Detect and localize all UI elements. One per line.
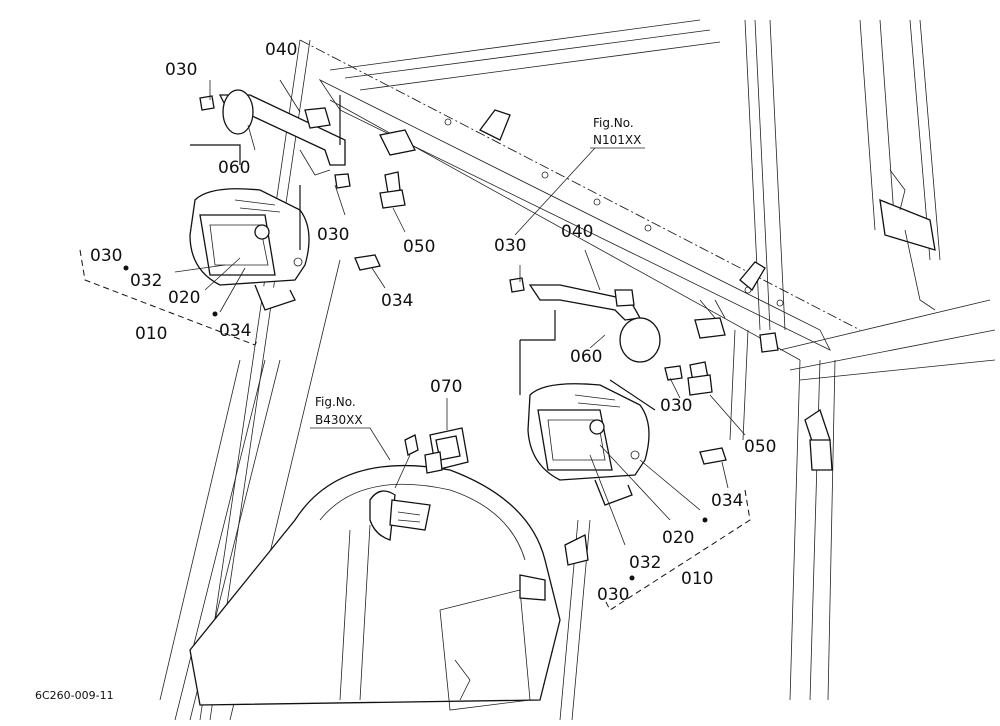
- label-left-set-screw: 034: [219, 321, 251, 341]
- label-left-bracket: 040: [265, 40, 297, 60]
- label-right-bolt-top: 030: [494, 236, 526, 256]
- label-right-set-assembly: 010: [681, 569, 713, 589]
- dashboard-panel: [189, 464, 561, 711]
- label-right-set-lens: 032: [629, 553, 661, 573]
- label-left-set-lamp: 020: [168, 288, 200, 308]
- label-right-bolt-mid: 030: [660, 396, 692, 416]
- right-bracket: [528, 284, 642, 321]
- label-switch: 070: [430, 377, 462, 397]
- label-right-set-bolt: 030: [597, 585, 629, 605]
- label-right-bracket: 040: [561, 222, 593, 242]
- right-set-bracket: [604, 489, 751, 611]
- left-set-bracket: [79, 249, 259, 346]
- figure-ref-b430: Fig.No. B430XX: [315, 395, 363, 427]
- label-left-band: 060: [218, 158, 250, 178]
- label-left-set-bolt: 030: [90, 246, 122, 266]
- label-left-bolt-mid: 030: [317, 225, 349, 245]
- right-lamp-labels: 030 040 060 030 050 034 020 032 030 010: [494, 222, 776, 605]
- figure-ref-n101: Fig.No. N101XX: [593, 116, 641, 147]
- fig-ref-b430-line2: B430XX: [315, 413, 363, 427]
- cabin-frame: [159, 19, 996, 721]
- label-left-set-lens: 032: [130, 271, 162, 291]
- label-left-screw: 034: [381, 291, 413, 311]
- left-lamp-labels: 030 040 060 030 050 034 030 032 020 034 …: [90, 40, 435, 344]
- right-band: [619, 317, 661, 363]
- right-lamp-assembly: [509, 249, 779, 611]
- diagram-code: 6C260-009-11: [35, 689, 114, 702]
- left-lamp-assembly: [79, 79, 416, 346]
- label-left-nut: 050: [403, 237, 435, 257]
- label-right-band: 060: [570, 347, 602, 367]
- label-left-set-assembly: 010: [135, 324, 167, 344]
- light-switch: [394, 398, 469, 489]
- label-left-bolt-top: 030: [165, 60, 197, 80]
- label-right-screw: 034: [711, 491, 743, 511]
- fig-ref-n101-line1: Fig.No.: [593, 116, 634, 130]
- label-right-set-lamp: 020: [662, 528, 694, 548]
- fig-ref-n101-line2: N101XX: [593, 133, 641, 147]
- left-band: [222, 89, 254, 135]
- label-right-nut: 050: [744, 437, 776, 457]
- fig-ref-b430-line1: Fig.No.: [315, 395, 356, 409]
